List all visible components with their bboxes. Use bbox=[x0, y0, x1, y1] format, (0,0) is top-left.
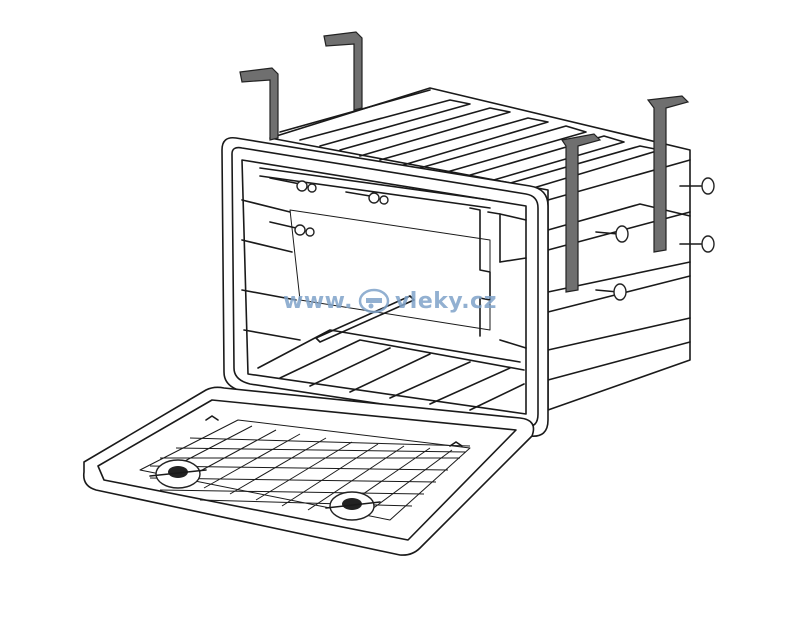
watermark-prefix: www. bbox=[283, 288, 353, 314]
watermark: www. vleky.cz bbox=[283, 286, 497, 316]
lid-lock-right bbox=[325, 491, 381, 521]
lid-lock-left bbox=[149, 459, 207, 489]
inner-bolts bbox=[269, 177, 389, 237]
box-lid bbox=[82, 386, 535, 556]
box-interior bbox=[241, 167, 527, 411]
watermark-suffix: vleky.cz bbox=[394, 288, 497, 314]
mounting-brackets bbox=[239, 31, 690, 293]
side-bolts bbox=[595, 177, 715, 301]
trailer-logo-icon bbox=[358, 288, 390, 314]
